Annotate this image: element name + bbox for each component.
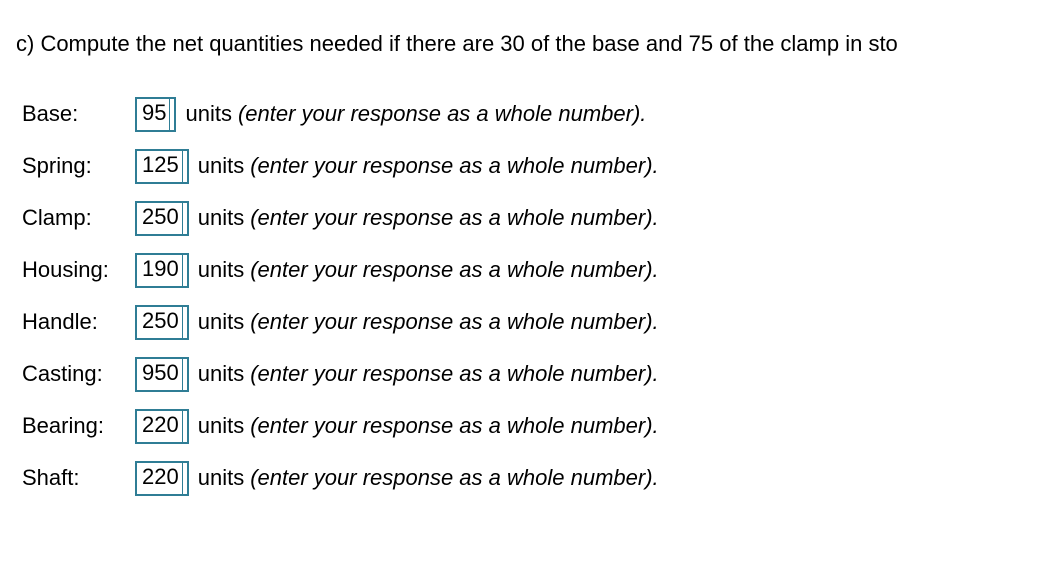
units-label: units [197, 205, 245, 230]
response-hint: (enter your response as a whole number). [250, 465, 659, 490]
input-inner-edge [181, 306, 183, 338]
part-label: Base: [22, 101, 79, 126]
answer-value: 95 [142, 99, 167, 125]
answer-rows: Base: 95 units (enter your response as a… [0, 88, 1058, 504]
units-label: units [197, 153, 245, 178]
units-label: units [197, 361, 245, 386]
response-hint: (enter your response as a whole number). [250, 361, 659, 386]
answer-input[interactable]: 125 [135, 148, 189, 184]
input-inner-edge [181, 410, 183, 442]
answer-row-clamp: Clamp: 250 units (enter your response as… [0, 192, 1058, 244]
units-label: units [197, 257, 245, 282]
answer-value: 250 [142, 203, 179, 229]
response-hint: (enter your response as a whole number). [250, 309, 659, 334]
answer-row-spring: Spring: 125 units (enter your response a… [0, 140, 1058, 192]
response-hint: (enter your response as a whole number). [250, 413, 659, 438]
answer-row-housing: Housing: 190 units (enter your response … [0, 244, 1058, 296]
answer-row-base: Base: 95 units (enter your response as a… [0, 88, 1058, 140]
answer-input[interactable]: 220 [135, 408, 189, 444]
answer-row-casting: Casting: 950 units (enter your response … [0, 348, 1058, 400]
input-inner-edge [181, 150, 183, 182]
units-label: units [197, 465, 245, 490]
answer-input[interactable]: 950 [135, 356, 189, 392]
input-inner-edge [181, 358, 183, 390]
answer-row-bearing: Bearing: 220 units (enter your response … [0, 400, 1058, 452]
response-hint: (enter your response as a whole number). [237, 101, 647, 126]
part-label: Handle: [22, 309, 98, 334]
answer-value: 190 [142, 255, 179, 281]
part-label: Housing: [22, 257, 109, 282]
part-label: Shaft: [22, 465, 80, 490]
answer-value: 950 [142, 359, 179, 385]
part-label: Clamp: [22, 205, 92, 230]
answer-value: 250 [142, 307, 179, 333]
units-label: units [197, 309, 245, 334]
answer-value: 125 [142, 151, 179, 177]
answer-input[interactable]: 95 [135, 96, 177, 132]
answer-value: 220 [142, 463, 179, 489]
answer-row-shaft: Shaft: 220 units (enter your response as… [0, 452, 1058, 504]
response-hint: (enter your response as a whole number). [250, 205, 659, 230]
response-hint: (enter your response as a whole number). [250, 257, 659, 282]
units-label: units [197, 413, 245, 438]
answer-input[interactable]: 190 [135, 252, 189, 288]
input-inner-edge [181, 462, 183, 494]
part-label: Spring: [22, 153, 92, 178]
input-inner-edge [169, 98, 171, 130]
part-label: Bearing: [22, 413, 104, 438]
answer-row-handle: Handle: 250 units (enter your response a… [0, 296, 1058, 348]
answer-input[interactable]: 250 [135, 304, 189, 340]
answer-input[interactable]: 250 [135, 200, 189, 236]
answer-value: 220 [142, 411, 179, 437]
response-hint: (enter your response as a whole number). [250, 153, 659, 178]
answer-input[interactable]: 220 [135, 460, 189, 496]
input-inner-edge [181, 202, 183, 234]
input-inner-edge [181, 254, 183, 286]
question-prompt: c) Compute the net quantities needed if … [16, 31, 898, 56]
part-label: Casting: [22, 361, 103, 386]
units-label: units [185, 101, 232, 126]
